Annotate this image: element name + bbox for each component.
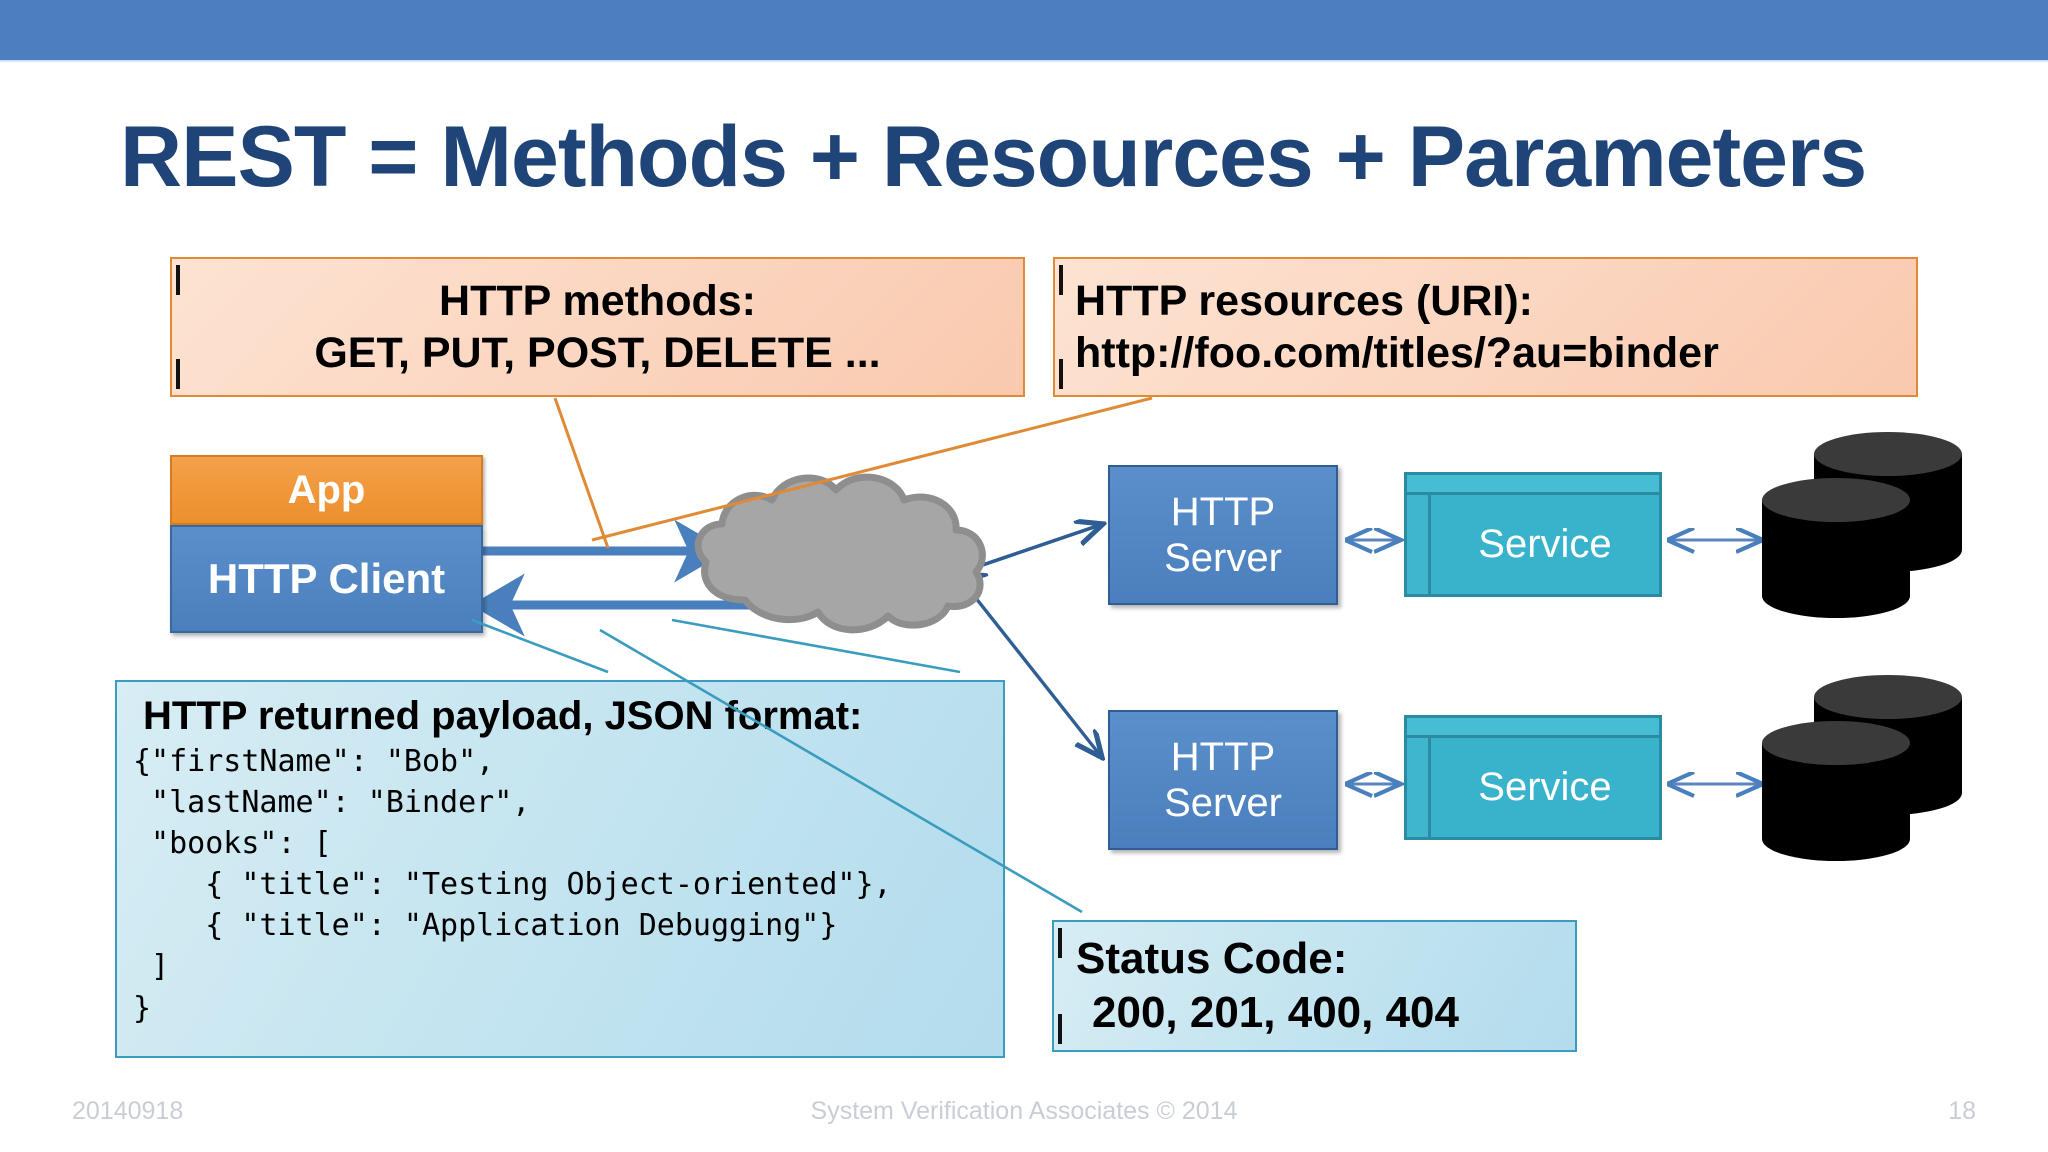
node-http-client[interactable]: HTTP Client	[170, 525, 483, 633]
node-service-1-label: Service	[1478, 522, 1612, 566]
http-methods-line1: HTTP methods:	[439, 276, 756, 325]
service-window-sidebar	[1407, 495, 1431, 594]
http-resources-line1: HTTP resources (URI):	[1075, 276, 1533, 325]
top-band-shadow	[0, 60, 2048, 63]
http-resources-line2: http://foo.com/titles/?au=binder	[1075, 329, 1719, 377]
page-title: REST = Methods + Resources + Parameters	[120, 109, 1867, 205]
status-code-line2: 200, 201, 400, 404	[1092, 988, 1459, 1037]
node-app[interactable]: App	[170, 455, 483, 525]
database-cylinder-icon	[1762, 721, 1910, 861]
box-tick-top	[1058, 928, 1062, 958]
database-group-2	[1762, 675, 1962, 865]
box-tick-bottom	[1058, 1014, 1062, 1044]
service-window-titlebar	[1407, 475, 1659, 495]
node-app-label: App	[287, 467, 366, 512]
box-tick-top	[176, 265, 180, 295]
footer-copyright: System Verification Associates © 2014	[810, 1097, 1238, 1125]
top-accent-band	[0, 0, 2048, 60]
box-tick-bottom	[176, 359, 180, 389]
node-service-2[interactable]: Service	[1404, 715, 1662, 840]
database-group-1	[1762, 432, 1962, 622]
footer-page-number: 18	[1948, 1097, 1976, 1125]
callout-status-code: Status Code: 200, 201, 400, 404	[1052, 920, 1577, 1052]
box-tick-bottom	[1059, 359, 1063, 389]
http-methods-line2: GET, PUT, POST, DELETE ...	[314, 329, 881, 377]
node-service-1[interactable]: Service	[1404, 472, 1662, 597]
service-window-titlebar	[1407, 718, 1659, 738]
footer-date: 20140918	[72, 1097, 184, 1125]
arrow-cloud-to-server-2	[958, 576, 1100, 755]
box-tick-top	[1059, 265, 1063, 295]
callout-http-resources: HTTP resources (URI): http://foo.com/tit…	[1053, 257, 1918, 397]
service-window-sidebar	[1407, 738, 1431, 837]
database-cylinder-icon	[1762, 478, 1910, 618]
node-http-client-label: HTTP Client	[207, 555, 446, 602]
node-service-2-label: Service	[1478, 765, 1612, 809]
callout-http-methods: HTTP methods: GET, PUT, POST, DELETE ...	[170, 257, 1025, 397]
status-code-line1: Status Code:	[1076, 934, 1348, 984]
